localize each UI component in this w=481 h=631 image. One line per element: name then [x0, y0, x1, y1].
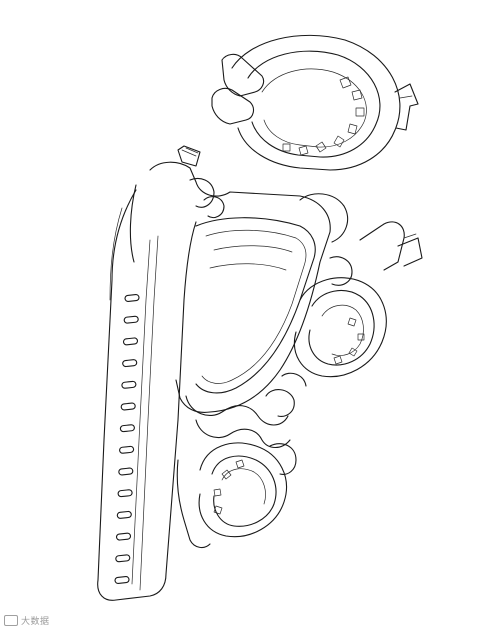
strap-slot: [117, 489, 133, 498]
strap-slot: [120, 402, 136, 411]
watermark: 大数据: [4, 614, 50, 627]
lower-bracket: [185, 372, 307, 449]
main-holder-body: [129, 145, 331, 413]
middle-clamp-ring: [294, 193, 423, 378]
strap-slot: [124, 294, 140, 302]
top-clamp-ring: [211, 34, 419, 171]
strap-slots: [114, 294, 140, 584]
bottom-clamp-ring: [176, 442, 297, 549]
strap-slot: [122, 359, 138, 368]
strap-slot: [115, 554, 131, 563]
strap-slot: [122, 337, 139, 346]
strap-slot: [121, 380, 137, 389]
strap-slot: [114, 576, 130, 584]
strap-slot: [116, 510, 132, 519]
strap-slot: [119, 445, 135, 454]
strap-slot: [115, 532, 132, 541]
strap-slot: [118, 467, 134, 476]
strap: [97, 189, 197, 601]
watermark-text: 大数据: [21, 617, 50, 627]
strap-slot: [123, 315, 139, 324]
strap-slot: [119, 424, 135, 433]
logo-mark-icon: [4, 615, 18, 626]
